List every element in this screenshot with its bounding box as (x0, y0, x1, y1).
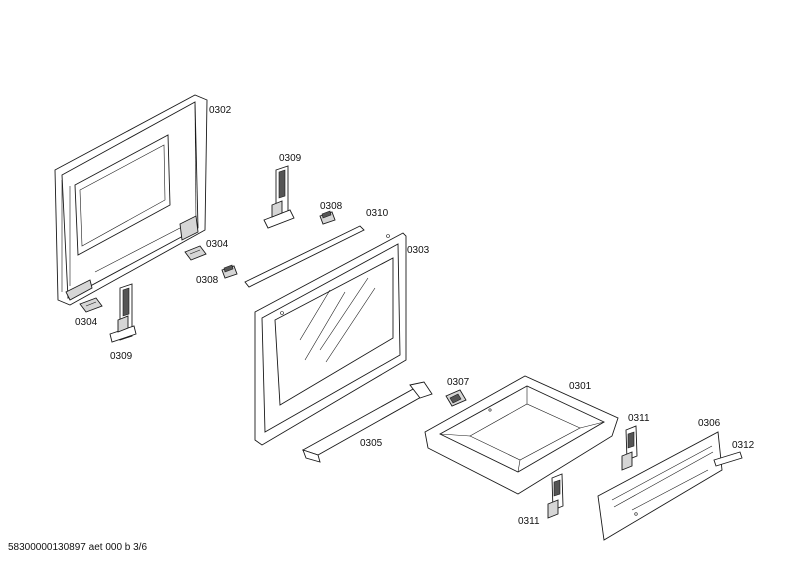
clip-0308-top (319, 210, 336, 225)
label-0309-bottom: 0309 (110, 351, 133, 362)
drawer-front-0306 (597, 431, 723, 541)
label-0304-left: 0304 (75, 317, 98, 328)
clip-0308-mid (221, 264, 238, 279)
label-0308-mid: 0308 (196, 275, 219, 286)
runner-0311-bottom (547, 473, 564, 519)
bracket-0307 (445, 389, 467, 407)
label-0312: 0312 (732, 440, 755, 451)
label-0306: 0306 (698, 418, 721, 429)
label-0311-bottom: 0311 (518, 516, 540, 527)
label-0302: 0302 (209, 105, 232, 116)
inner-door-frame-0302 (54, 94, 208, 306)
hinge-0309-top (263, 165, 295, 229)
door-seal-0310 (244, 225, 365, 288)
label-0301: 0301 (569, 381, 592, 392)
runner-0311-right (621, 425, 638, 471)
label-0307: 0307 (447, 377, 470, 388)
door-handle-0305 (301, 381, 433, 463)
outer-door-0303 (254, 232, 407, 446)
hinge-plate-0304-left (79, 297, 103, 313)
hinge-0309-bottom (109, 283, 137, 343)
trim-strip-0312 (713, 451, 743, 467)
label-0309-top: 0309 (279, 153, 302, 164)
label-0304-right: 0304 (206, 239, 229, 250)
drawer-tray-0301 (424, 375, 619, 495)
label-0308-top: 0308 (320, 201, 343, 212)
label-0303: 0303 (407, 245, 430, 256)
label-0310: 0310 (366, 208, 389, 219)
label-0311-right: 0311 (628, 413, 650, 424)
diagram-code: 58300000130897 aet 000 b 3/6 (8, 542, 148, 553)
hinge-plate-0304-right (184, 245, 207, 261)
label-0305: 0305 (360, 438, 383, 449)
